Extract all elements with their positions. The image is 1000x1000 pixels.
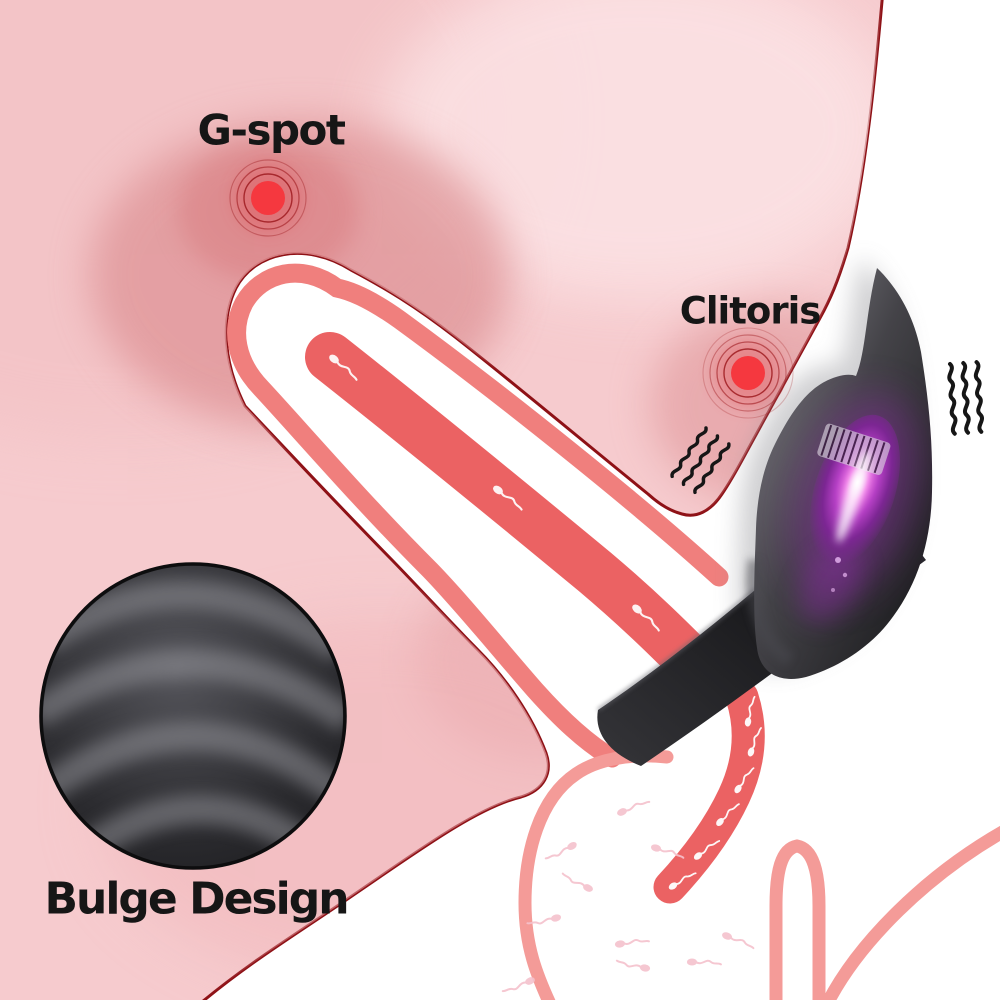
bulge-design-label: Bulge Design — [44, 873, 349, 925]
vibration-waves-icon — [948, 362, 983, 434]
canal-central-stripe — [305, 332, 723, 693]
couple-vibrator-device — [597, 258, 933, 766]
clitoris-marker-icon — [702, 327, 794, 419]
motor-coil — [817, 423, 891, 475]
uterus-region — [501, 680, 1000, 1000]
clitoris-label: Clitoris — [679, 289, 822, 333]
g-spot-label: G-spot — [197, 105, 346, 155]
ring-fold-shadow — [746, 558, 795, 666]
vaginal-canal — [227, 263, 729, 768]
uterus-outline — [518, 749, 1000, 1000]
canal-lining — [227, 263, 729, 768]
motor-glow-streak — [836, 451, 870, 543]
cervical-canal — [653, 680, 765, 904]
motor-glow — [791, 393, 919, 624]
bulge-circle — [39, 562, 347, 870]
bulge-design-inset — [39, 562, 347, 870]
g-spot-marker-icon — [229, 159, 307, 237]
